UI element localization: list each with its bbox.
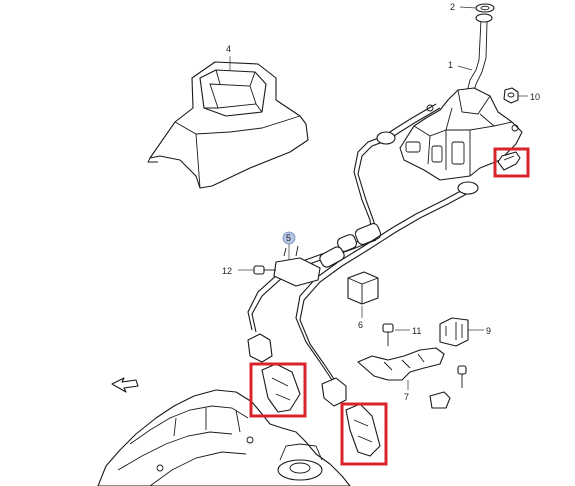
cable-support-bracket-part[interactable] [357,347,445,381]
callout-5-circle [282,231,296,245]
callout-10: 10 [530,92,540,102]
callout-12: 12 [222,266,232,276]
shift-cable-end-part[interactable] [321,377,381,457]
damper-block-part[interactable] [347,271,379,305]
cable-bracket-part[interactable] [273,245,321,287]
bolt-12-part[interactable] [253,265,276,275]
shift-lever-assembly-part[interactable] [399,13,523,181]
shift-cable[interactable] [295,181,479,383]
select-cable-end-part[interactable] [247,333,301,413]
clip-part[interactable] [439,317,469,347]
callout-6: 6 [358,320,363,330]
highlight-box-lever-pin [493,147,530,178]
bolt-7-part[interactable] [429,365,467,409]
callout-2: 2 [450,2,455,12]
highlight-box-select-cable-end [249,362,307,418]
highlight-box-shift-cable-end [340,402,388,466]
leader-lines [229,6,528,390]
front-arrow-icon [111,377,139,393]
console-cover-part[interactable] [147,61,309,189]
callout-7: 7 [404,392,409,402]
callout-4: 4 [226,44,231,54]
callouts: 2 1 4 10 5 12 6 11 9 7 [222,2,540,402]
lever-pin-part[interactable] [497,151,521,171]
knob-washer-part[interactable] [475,3,495,13]
callout-9: 9 [486,326,491,336]
transmission-housing-part [97,389,351,486]
bolt-11-part[interactable] [382,323,394,346]
callout-5: 5 [286,233,291,243]
nut-part[interactable] [503,87,519,104]
callout-11: 11 [412,326,421,336]
callout-1: 1 [448,60,453,70]
